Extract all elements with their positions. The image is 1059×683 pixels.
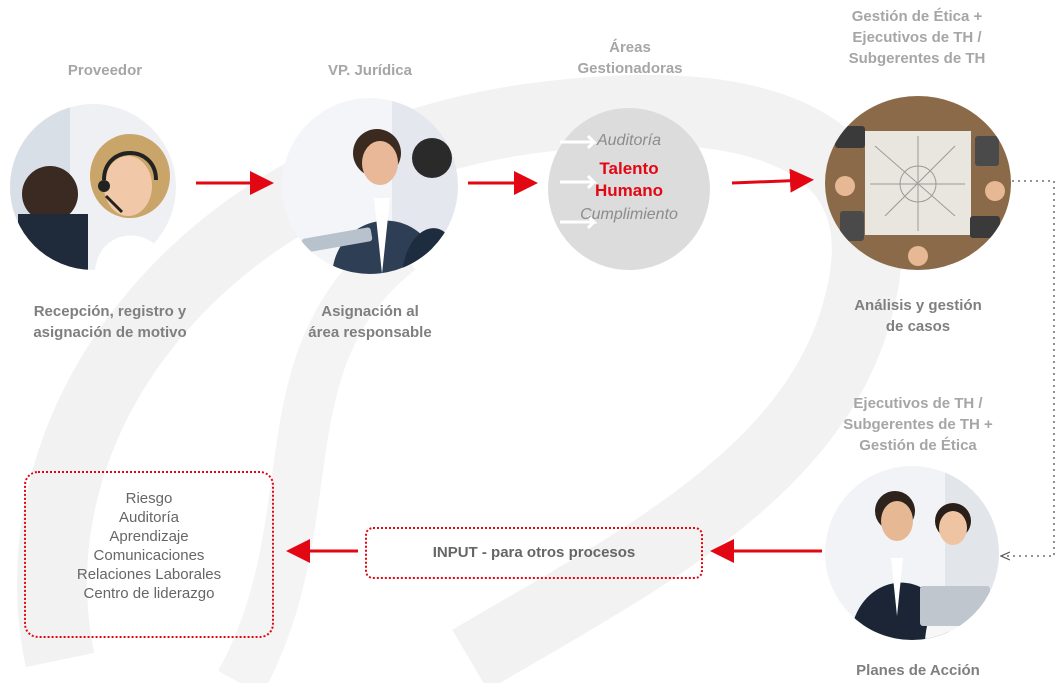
- areas-heading: Áreas Gestionadoras: [555, 37, 705, 79]
- area-cumplimiento: Cumplimiento: [580, 206, 678, 223]
- laptop-meeting-photo: [825, 466, 999, 640]
- area-auditoria: Auditoría: [596, 132, 662, 149]
- output-aprendizaje: Aprendizaje: [109, 528, 189, 545]
- proveedor-description-line-2: asignación de motivo: [33, 324, 187, 341]
- juridica-description-line-1: Asignación al: [321, 303, 419, 320]
- output-riesgo: Riesgo: [125, 490, 173, 507]
- proveedor-description-line-1: Recepción, registro y: [33, 303, 187, 320]
- planes-description: Planes de Acción: [856, 662, 980, 679]
- planes-heading-line-3: Gestión de Ética: [859, 437, 977, 454]
- team-table-photo: [825, 96, 1011, 270]
- outputs-box: Riesgo Auditoría Aprendizaje Comunicacio…: [24, 471, 274, 638]
- white-arrows-icon: [560, 134, 598, 230]
- output-auditoria: Auditoría: [118, 509, 180, 526]
- juridica-description: Asignación al área responsable: [270, 301, 470, 343]
- analisis-description-line-2: de casos: [885, 318, 951, 335]
- analisis-heading: Gestión de Ética + Ejecutivos de TH / Su…: [812, 6, 1022, 69]
- output-centro-liderazgo: Centro de liderazgo: [83, 585, 215, 602]
- input-box: INPUT - para otros procesos: [365, 527, 703, 579]
- areas-heading-line-2: Gestionadoras: [577, 60, 683, 77]
- output-comunicaciones: Comunicaciones: [93, 547, 205, 564]
- juridica-heading: VP. Jurídica: [328, 62, 412, 79]
- analisis-heading-line-1: Gestión de Ética +: [851, 8, 983, 25]
- call-center-photo: [10, 104, 176, 270]
- analisis-description-line-1: Análisis y gestión: [854, 297, 982, 314]
- proveedor-description: Recepción, registro y asignación de moti…: [0, 301, 220, 343]
- output-relaciones-laborales: Relaciones Laborales: [76, 566, 222, 583]
- planes-heading-line-1: Ejecutivos de TH /: [853, 395, 983, 412]
- analisis-description: Análisis y gestión de casos: [818, 295, 1018, 337]
- proveedor-heading: Proveedor: [67, 62, 143, 79]
- areas-heading-line-1: Áreas: [609, 39, 651, 56]
- planes-heading: Ejecutivos de TH / Subgerentes de TH + G…: [808, 393, 1028, 456]
- area-talento: Talento: [599, 159, 659, 178]
- planes-heading-line-2: Subgerentes de TH +: [843, 416, 993, 433]
- juridica-description-line-2: área responsable: [308, 324, 432, 341]
- business-meeting-photo: [282, 98, 458, 274]
- analisis-heading-line-2: Ejecutivos de TH /: [852, 29, 982, 46]
- areas-circle: Auditoría Talento Humano Cumplimiento: [548, 108, 710, 270]
- analisis-heading-line-3: Subgerentes de TH: [848, 50, 986, 67]
- area-humano: Humano: [595, 181, 663, 200]
